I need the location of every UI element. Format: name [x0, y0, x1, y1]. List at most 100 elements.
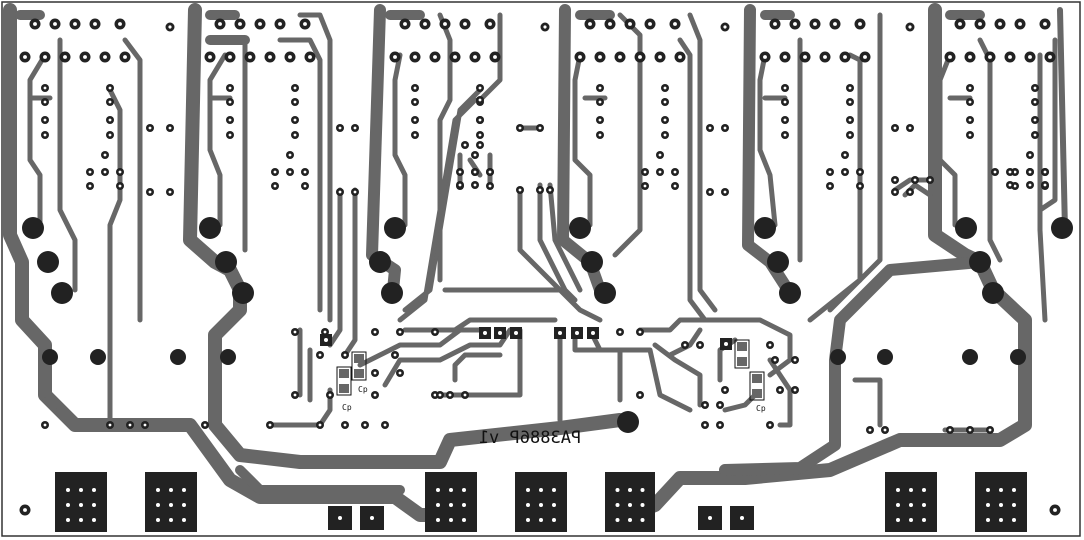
pad-hole-113 [848, 86, 852, 90]
pad-hole-14 [43, 100, 47, 104]
pad-hole-208 [773, 358, 777, 362]
pad-hole-29 [278, 22, 282, 26]
pad-hole-78 [628, 22, 632, 26]
pad-hole-141 [968, 118, 972, 122]
pad-hole-59 [453, 55, 457, 59]
pad-hole-133 [988, 55, 992, 59]
pad-layer [19, 18, 1073, 516]
pad-hole-81 [578, 55, 582, 59]
terminal-hole-2-6 [436, 518, 440, 522]
pad-hole-217 [458, 183, 462, 187]
pad-hole-159 [708, 126, 712, 130]
pad-hole-75 [488, 184, 492, 188]
pad-hole-6 [23, 55, 27, 59]
signal-trace-20 [572, 52, 593, 228]
pad-hole-215 [473, 170, 477, 174]
pad-hole-151 [148, 126, 152, 130]
terminal-hole-2-5 [462, 503, 466, 507]
cap-pad-a-1 [354, 354, 364, 363]
pad-hole-143 [968, 133, 972, 137]
pad-hole-28 [258, 22, 262, 26]
pad-hole-80 [673, 22, 677, 26]
copper-pour-4 [742, 4, 794, 296]
terminal-hole-0-8 [92, 518, 96, 522]
pad-hole-16 [43, 118, 47, 122]
signal-trace-49 [852, 377, 883, 428]
large-pad-15 [955, 217, 977, 239]
pad-hole-153 [148, 190, 152, 194]
terminal-hole-0-4 [79, 503, 83, 507]
terminal-hole-6-7 [999, 518, 1003, 522]
signal-trace-37 [382, 327, 513, 388]
pad-hole-231 [1008, 183, 1012, 187]
terminal-hole-5-6 [896, 518, 900, 522]
cap-outline-1 [351, 351, 367, 381]
pad-hole-166 [908, 190, 912, 194]
pad-hole-118 [783, 133, 787, 137]
pad-hole-137 [968, 86, 972, 90]
pad-hole-154 [168, 190, 172, 194]
pad-hole-183 [968, 428, 972, 432]
terminal-hole-1-5 [182, 503, 186, 507]
terminal-block-2 [425, 472, 477, 532]
terminal-hole-2-7 [449, 518, 453, 522]
pad-hole-218 [473, 183, 477, 187]
cap-pad-b-1 [354, 369, 364, 378]
square-pad-hole-3 [558, 331, 562, 335]
signal-trace-48 [767, 357, 793, 428]
pad-hole-23 [118, 170, 122, 174]
pad-hole-54 [463, 22, 467, 26]
pad-hole-48 [303, 170, 307, 174]
pad-hole-212 [723, 388, 727, 392]
cap-pad-b-2 [737, 357, 747, 366]
terminal-block-5 [885, 472, 937, 532]
pad-hole-124 [828, 184, 832, 188]
pad-hole-25 [118, 184, 122, 188]
pad-hole-164 [908, 126, 912, 130]
square-pad-hole-5 [591, 331, 595, 335]
pad-hole-33 [248, 55, 252, 59]
pad-hole-50 [303, 184, 307, 188]
pad-hole-180 [868, 428, 872, 432]
terminal-hole-1-2 [182, 488, 186, 492]
large-pad-18 [1051, 217, 1073, 239]
signal-trace-45 [667, 327, 703, 358]
pad-hole-243 [908, 25, 912, 29]
pad-hole-211 [718, 403, 722, 407]
copper-pour-3 [557, 4, 606, 296]
signal-trace-36 [357, 327, 483, 368]
terminal-hole-3-3 [526, 503, 530, 507]
mounting-pad-6 [962, 349, 978, 365]
terminal-hole-4-4 [628, 503, 632, 507]
pad-hole-56 [393, 55, 397, 59]
pad-hole-117 [848, 118, 852, 122]
pad-hole-22 [103, 170, 107, 174]
signal-trace-34 [267, 387, 333, 428]
pad-hole-85 [658, 55, 662, 59]
pad-hole-138 [1033, 86, 1037, 90]
pad-hole-140 [1033, 100, 1037, 104]
pad-hole-222 [538, 126, 542, 130]
signal-trace-15 [537, 182, 578, 303]
pad-hole-221 [518, 126, 522, 130]
large-pad-16 [969, 251, 991, 273]
pad-hole-142 [1033, 118, 1037, 122]
terminal-hole-2-2 [462, 488, 466, 492]
pad-hole-70 [473, 153, 477, 157]
mounting-pad-0 [42, 349, 58, 365]
pad-hole-135 [1028, 55, 1032, 59]
pad-hole-229 [913, 178, 917, 182]
square-pad-hole-1 [498, 331, 502, 335]
copper-pour-0 [3, 3, 452, 522]
pad-hole-204 [638, 393, 642, 397]
terminal-block-3 [515, 472, 567, 532]
pad-hole-200 [433, 330, 437, 334]
small-pad-hole-1 [370, 516, 374, 520]
pad-hole-49 [273, 184, 277, 188]
pad-hole-7 [43, 55, 47, 59]
terminal-hole-0-1 [79, 488, 83, 492]
terminal-hole-6-2 [1012, 488, 1016, 492]
signal-trace-12 [402, 87, 483, 313]
pad-hole-190 [343, 353, 347, 357]
pad-hole-202 [638, 330, 642, 334]
